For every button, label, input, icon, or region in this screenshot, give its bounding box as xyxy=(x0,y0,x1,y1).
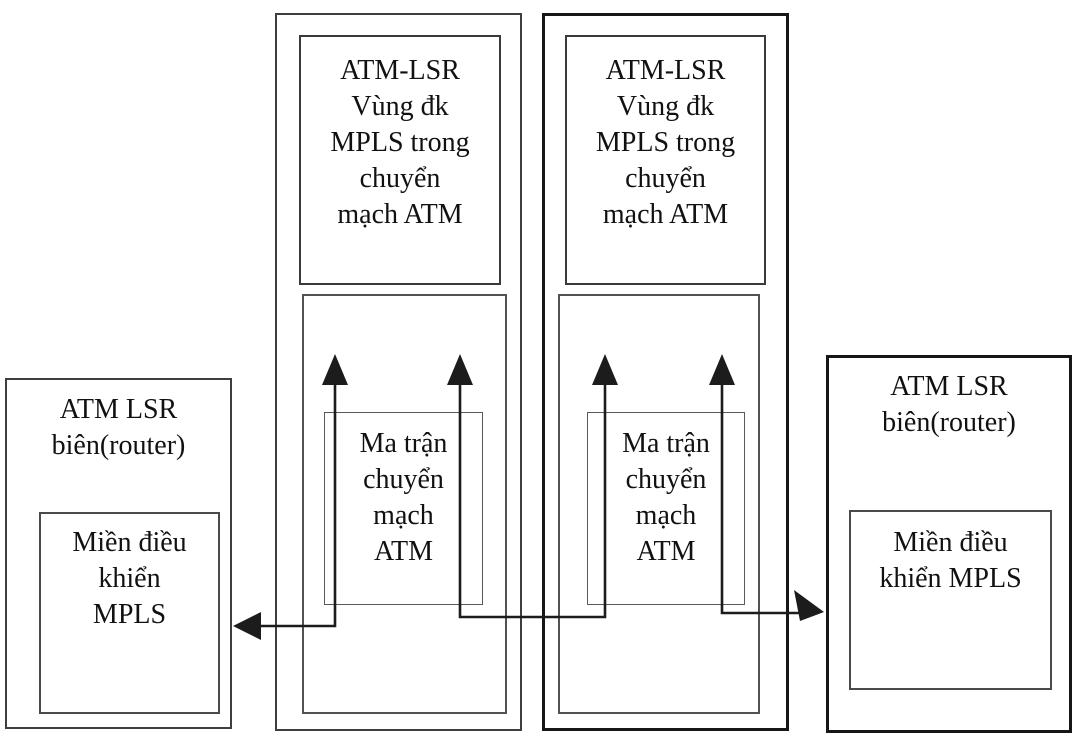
header-line: MPLS trong xyxy=(595,127,736,158)
arrowhead-right-to-edge-router xyxy=(794,590,824,621)
title-line: ATM LSR xyxy=(890,371,1008,402)
header-line: Vùng đk xyxy=(616,91,715,122)
atm-lsr-2-forwarding-box: Ma trận chuyển mạch ATM xyxy=(558,294,760,714)
header-line: mạch ATM xyxy=(602,199,729,230)
control-domain-line: MPLS xyxy=(92,599,167,630)
atm-lsr-1-forwarding-box: Ma trận chuyển mạch ATM xyxy=(302,294,507,714)
atm-lsr-2-control-region-box: ATM-LSR Vùng đk MPLS trong chuyển mạch A… xyxy=(565,35,766,285)
matrix-line: mạch xyxy=(373,500,434,531)
atm-switch-matrix-1-box: Ma trận chuyển mạch ATM xyxy=(324,412,483,605)
title-line: ATM LSR xyxy=(59,394,178,425)
atm-lsr-2-box: ATM-LSR Vùng đk MPLS trong chuyển mạch A… xyxy=(542,13,789,731)
header-line: chuyển xyxy=(625,163,706,194)
edge-router-right-box: ATM LSR biên(router) Miền điều khiển MPL… xyxy=(826,355,1072,733)
header-line: MPLS trong xyxy=(330,127,470,158)
matrix-line: Ma trận xyxy=(359,428,448,459)
matrix-line: Ma trận xyxy=(622,428,710,459)
edge-router-left-title: ATM LSR biên(router) xyxy=(7,392,230,464)
matrix-line: chuyển xyxy=(363,464,444,495)
edge-router-left-box: ATM LSR biên(router) Miền điều khiển MPL… xyxy=(5,378,232,729)
edge-router-right-title: ATM LSR biên(router) xyxy=(829,369,1069,441)
header-line: chuyển xyxy=(359,163,441,194)
header-line: ATM-LSR xyxy=(340,55,460,86)
atm-switch-matrix-2-box: Ma trận chuyển mạch ATM xyxy=(587,412,745,605)
control-domain-line: Miền điều xyxy=(893,527,1008,558)
matrix-line: ATM xyxy=(373,536,434,567)
control-domain-line: Miền điều xyxy=(72,527,187,558)
control-domain-line: khiển xyxy=(98,563,161,594)
atm-lsr-1-box: ATM-LSR Vùng đk MPLS trong chuyển mạch A… xyxy=(275,13,522,731)
matrix-line: chuyển xyxy=(625,464,707,495)
matrix-line: ATM xyxy=(636,536,696,567)
mpls-control-domain-left-box: Miền điều khiển MPLS xyxy=(39,512,220,714)
title-line: biên(router) xyxy=(882,407,1016,438)
matrix-line: mạch xyxy=(635,500,697,531)
control-domain-line: khiển MPLS xyxy=(879,563,1022,594)
header-line: Vùng đk xyxy=(351,91,449,122)
atm-lsr-1-control-region-box: ATM-LSR Vùng đk MPLS trong chuyển mạch A… xyxy=(299,35,501,285)
header-line: mạch ATM xyxy=(337,199,463,230)
mpls-control-domain-right-box: Miền điều khiển MPLS xyxy=(849,510,1052,690)
title-line: biên(router) xyxy=(51,430,186,461)
arrowhead-left-to-edge-router xyxy=(233,612,261,640)
header-line: ATM-LSR xyxy=(605,55,726,86)
